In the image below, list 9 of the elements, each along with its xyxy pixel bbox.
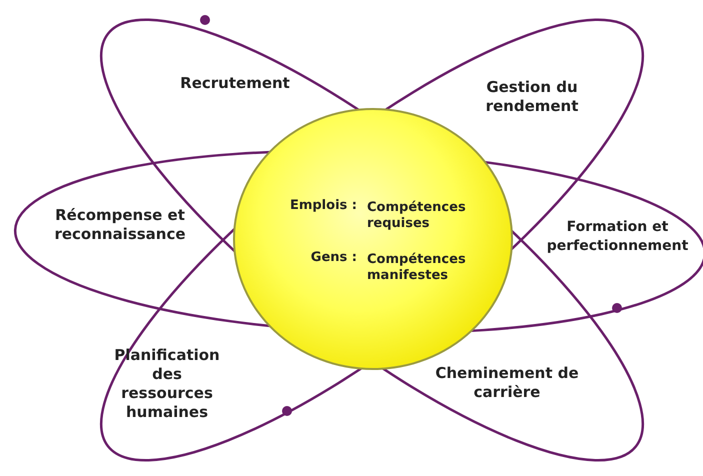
orbit-label: Récompense et reconnaissance [53, 206, 187, 244]
orbit-label: Cheminement de carrière [434, 364, 580, 402]
competence-text: Compétences requises [367, 200, 467, 232]
orbit-label: Gestion du rendement [484, 78, 580, 116]
row-label: Emplois : [288, 198, 357, 214]
orbit-label: Recrutement [179, 74, 291, 93]
row-label: Gens : [310, 250, 357, 266]
competence-text: Compétences manifestes [367, 252, 467, 284]
orbit-label: Formation et perfectionnement [546, 218, 690, 256]
